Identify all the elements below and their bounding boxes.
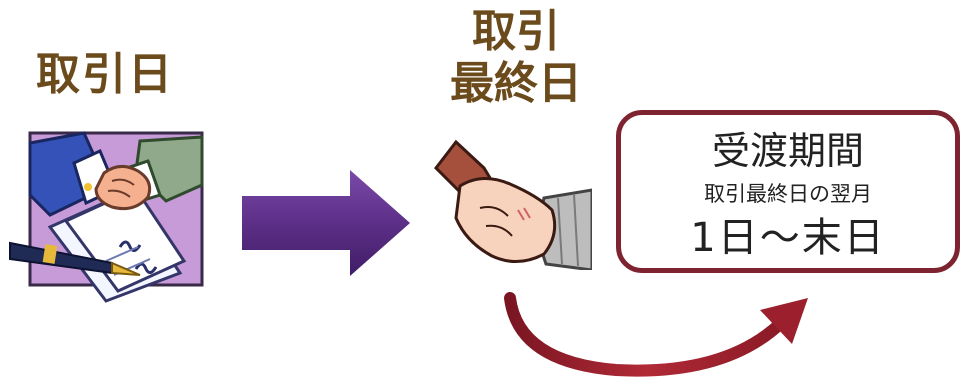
delivery-period-range: 1日～末日 xyxy=(690,215,886,261)
handshake-icon xyxy=(9,131,204,303)
label-last-trading-day-line1: 取引 xyxy=(472,6,560,57)
curved-arrow-icon xyxy=(504,292,808,377)
label-last-trading-day: 取引 最終日 xyxy=(428,6,604,110)
right-arrow-icon xyxy=(242,170,410,276)
delivery-period-box: 受渡期間 取引最終日の翌月 1日～末日 xyxy=(616,110,960,273)
label-trade-date: 取引日 xyxy=(36,49,174,100)
hand-phone-icon xyxy=(434,139,592,270)
delivery-period-title: 受渡期間 xyxy=(711,129,864,173)
delivery-period-subtitle: 取引最終日の翌月 xyxy=(704,182,872,206)
label-last-trading-day-line2: 最終日 xyxy=(450,58,582,109)
